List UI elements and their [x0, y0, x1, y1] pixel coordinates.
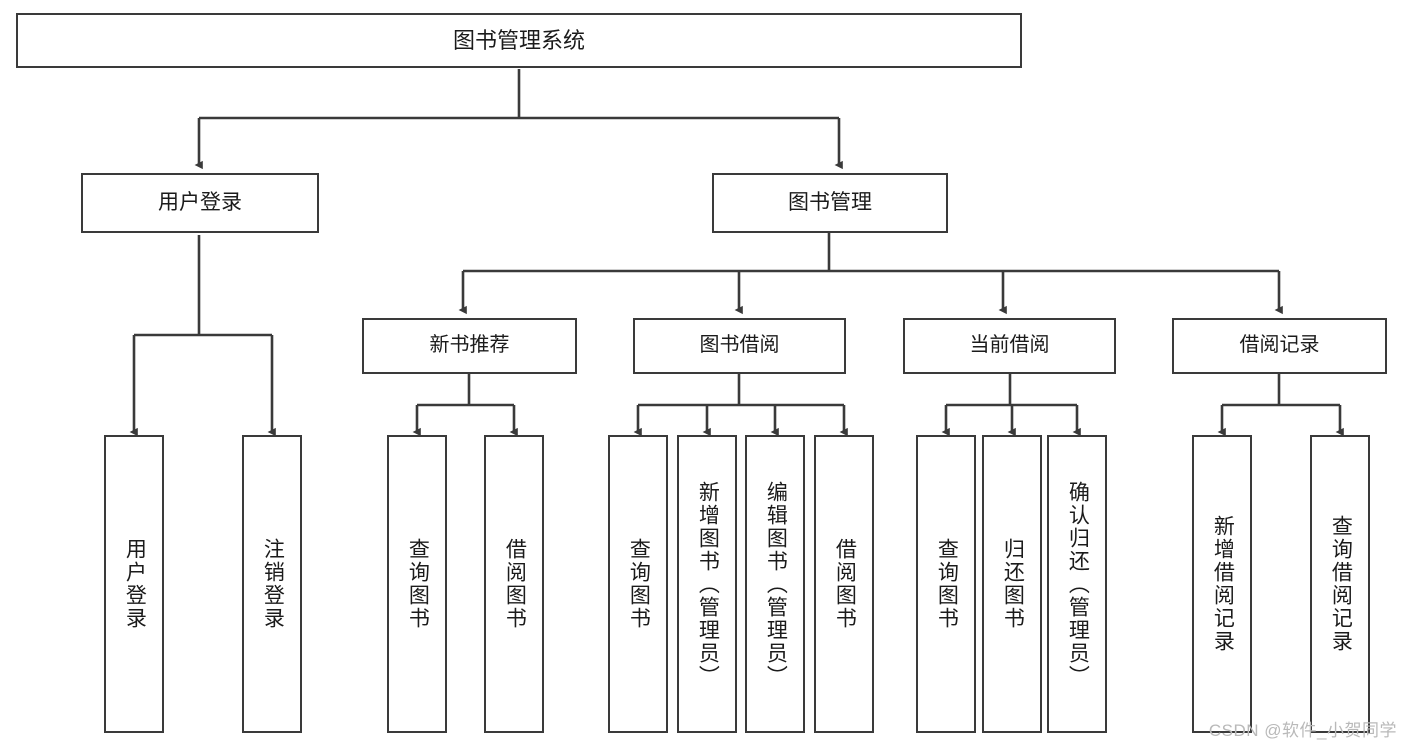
node-label: 注销登录 [261, 538, 285, 630]
node-label: 用户登录 [123, 538, 147, 630]
node-label: 新增借阅记录 [1211, 515, 1235, 653]
node-label: 借阅图书 [833, 538, 857, 630]
node-current-borrow[interactable]: 当前借阅 [903, 318, 1116, 374]
node-label: 确认归还（管理员） [1066, 480, 1090, 688]
node-new-book-recommend[interactable]: 新书推荐 [362, 318, 577, 374]
node-label: 归还图书 [1001, 538, 1025, 630]
leaf-query-book-newbook[interactable]: 查询图书 [387, 435, 447, 733]
leaf-borrow-book-newbook[interactable]: 借阅图书 [484, 435, 544, 733]
leaf-add-borrow-record[interactable]: 新增借阅记录 [1192, 435, 1252, 733]
node-label: 查询图书 [935, 538, 959, 630]
leaf-logout[interactable]: 注销登录 [242, 435, 302, 733]
node-label: 借阅记录 [1239, 334, 1320, 357]
leaf-return-book[interactable]: 归还图书 [982, 435, 1042, 733]
node-label: 图书管理 [788, 190, 872, 214]
node-label: 查询借阅记录 [1329, 515, 1353, 653]
node-label: 新书推荐 [429, 334, 510, 357]
leaf-edit-book-admin[interactable]: 编辑图书（管理员） [745, 435, 805, 733]
node-book-borrow[interactable]: 图书借阅 [633, 318, 846, 374]
node-user-login[interactable]: 用户登录 [81, 173, 319, 233]
leaf-query-book-borrow[interactable]: 查询图书 [608, 435, 668, 733]
node-book-management[interactable]: 图书管理 [712, 173, 948, 233]
leaf-confirm-return-admin[interactable]: 确认归还（管理员） [1047, 435, 1107, 733]
node-label: 查询图书 [406, 538, 430, 630]
leaf-query-borrow-record[interactable]: 查询借阅记录 [1310, 435, 1370, 733]
node-label: 图书借阅 [699, 334, 780, 357]
node-label: 查询图书 [627, 538, 651, 630]
node-label: 编辑图书（管理员） [764, 480, 788, 688]
node-borrow-record[interactable]: 借阅记录 [1172, 318, 1387, 374]
leaf-user-login[interactable]: 用户登录 [104, 435, 164, 733]
watermark-text: CSDN @软件_小贺同学 [1208, 721, 1397, 740]
leaf-borrow-book[interactable]: 借阅图书 [814, 435, 874, 733]
node-root-system[interactable]: 图书管理系统 [16, 13, 1022, 68]
node-label: 新增图书（管理员） [696, 480, 720, 688]
leaf-query-book-current[interactable]: 查询图书 [916, 435, 976, 733]
node-label: 用户登录 [158, 190, 242, 214]
node-label: 图书管理系统 [452, 27, 585, 53]
node-label: 当前借阅 [969, 334, 1050, 357]
leaf-add-book-admin[interactable]: 新增图书（管理员） [677, 435, 737, 733]
node-label: 借阅图书 [503, 538, 527, 630]
